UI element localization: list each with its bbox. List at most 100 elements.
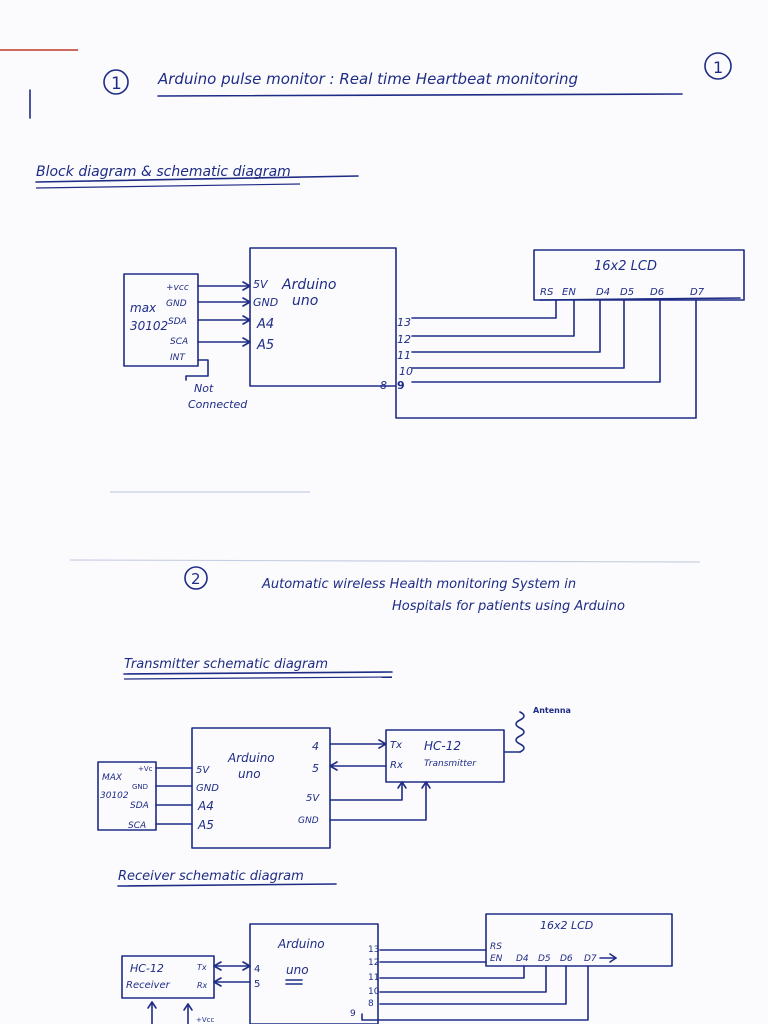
receiver-vcc-label: +Vcc — [196, 1016, 215, 1024]
transmitter-sensor-box — [97, 761, 157, 831]
receiver-hc12-label-2: Receiver — [126, 980, 171, 991]
section2-header: 2 Automatic wireless Health monitoring S… — [184, 566, 625, 614]
section1-sensor-pin-int: INT — [170, 353, 186, 363]
receiver-hc12-pin-tx: Tx — [197, 963, 207, 972]
section1-sensor-name-1: max — [130, 301, 157, 315]
transmitter-arduino-label-1: Arduino — [227, 751, 275, 765]
section1-lcd-title: 16x2 LCD — [594, 259, 657, 274]
section1-lcd-pin-d6: D6 — [650, 287, 664, 298]
section1-number: 1 — [111, 74, 122, 94]
section1-sensor-name-2: 30102 — [130, 319, 168, 333]
not-connected-label-2: Connected — [188, 398, 248, 411]
section1-arduino-pin-13: 13 — [397, 316, 411, 329]
transmitter-arduino-pin-a4: A4 — [197, 799, 214, 813]
section1-subtitle-underline — [35, 175, 359, 183]
receiver-arduino-pin-13: 13 — [368, 945, 379, 955]
receiver-hc12-pin-rx: Rx — [197, 981, 208, 990]
section1-lcd-pin-d7: D7 — [690, 287, 705, 298]
receiver-heading: Receiver schematic diagram — [118, 869, 304, 884]
section1-sensor-wires: Not Connected — [185, 281, 251, 411]
section1-subtitle-underline-2 — [35, 183, 301, 189]
receiver-lcd-pin-rs: RS — [490, 942, 502, 952]
transmitter-arduino-pin-a5: A5 — [197, 818, 214, 832]
not-connected-label-1: Not — [194, 382, 214, 395]
receiver-arduino-label-1: Arduino — [277, 937, 325, 951]
transmitter-sensor-pin-gnd: GND — [132, 783, 148, 791]
section1-lcd-pin-en: EN — [562, 287, 576, 298]
section1-lcd: 16x2 LCD RS EN D4 D5 D6 D7 — [533, 249, 745, 301]
section1-arduino-pin-gnd: GND — [253, 296, 278, 309]
page-mark-circle — [704, 52, 732, 80]
page-mark: 1 — [713, 58, 723, 77]
section1-sensor-pin-sca: SCA — [170, 337, 188, 347]
receiver-heading-underline — [117, 883, 337, 887]
section1-arduino-pin-10: 10 — [399, 365, 413, 378]
section1-arduino: Arduino uno 5V GND A4 A5 13 12 11 10 8 9 — [249, 247, 413, 392]
section1-title: Arduino pulse monitor : Real time Heartb… — [157, 70, 578, 88]
transmitter-arduino-pin-5v-out: 5V — [306, 793, 320, 804]
antenna-coil-icon — [515, 711, 525, 753]
section1-sensor-pin-vcc: +vcc — [166, 283, 189, 293]
receiver-lcd-title: 16x2 LCD — [540, 919, 593, 932]
section1-arduino-label-2: uno — [292, 293, 318, 309]
transmitter-arduino-pin-5: 5 — [312, 762, 319, 775]
transmitter-sensor-name-2: 30102 — [100, 791, 129, 801]
transmitter-heading: Transmitter schematic diagram — [124, 657, 328, 672]
receiver-lcd-pin-d6: D6 — [560, 954, 573, 964]
receiver-arduino-pin-12: 12 — [368, 958, 379, 968]
transmitter-hc12: Tx Rx HC-12 Transmitter — [385, 729, 505, 783]
receiver-lcd-pin-d7: D7 — [584, 954, 597, 964]
transmitter-hc12-label-1: HC-12 — [424, 739, 461, 753]
section1-arduino-pin-12: 12 — [397, 333, 411, 346]
receiver-arduino: Arduino uno 4 5 13 12 11 10 8 9 — [249, 923, 380, 1024]
section1-lcd-pin-rs: RS — [540, 287, 554, 298]
section2-title-1: Automatic wireless Health monitoring Sys… — [261, 577, 576, 592]
section1-arduino-pin-8: 8 — [380, 379, 387, 392]
antenna: Antenna — [503, 706, 571, 753]
receiver-arduino-pin-8: 8 — [368, 999, 374, 1009]
transmitter-hc12-box — [385, 729, 505, 783]
transmitter-sensor-pin-sda: SDA — [130, 801, 149, 811]
transmitter-hc12-label-2: Transmitter — [424, 759, 477, 769]
transmitter-hc12-pin-tx: Tx — [390, 740, 402, 751]
section1-arduino-pin-11: 11 — [397, 349, 411, 362]
transmitter-arduino-label-2: uno — [238, 767, 261, 781]
transmitter-arduino-pin-4: 4 — [312, 740, 319, 753]
receiver-lcd-pin-en: EN — [490, 954, 503, 964]
antenna-label: Antenna — [533, 706, 571, 715]
receiver-lcd-box — [485, 913, 673, 967]
transmitter-heading-underline — [123, 671, 393, 675]
section1-arduino-pin-a5: A5 — [256, 338, 274, 353]
section1-subtitle: Block diagram & schematic diagram — [36, 164, 291, 180]
transmitter-arduino-pin-gnd-out: GND — [298, 816, 319, 826]
receiver-arduino-box — [249, 923, 379, 1024]
section1-arduino-pin-a4: A4 — [256, 317, 274, 332]
section1-title-underline — [157, 93, 683, 97]
section1-lcd-pin-d5: D5 — [620, 287, 634, 298]
section1-arduino-box — [249, 247, 397, 387]
receiver-lcd-wires — [361, 949, 589, 1021]
transmitter-sensor-pin-sca: SCA — [128, 821, 146, 831]
receiver-arduino-label-2: uno — [286, 963, 309, 977]
receiver-arduino-pin-11: 11 — [368, 973, 379, 983]
section1-lcd-pin-d4: D4 — [596, 287, 610, 298]
section2-number: 2 — [191, 570, 201, 588]
transmitter-arduino-box — [191, 727, 331, 849]
section1-int-not-connected-wire — [185, 359, 209, 381]
section1-lcd-wires — [395, 299, 697, 419]
section1-lcd-box — [533, 249, 745, 301]
receiver-lcd-pin-d5: D5 — [538, 954, 551, 964]
section2-number-circle — [184, 566, 208, 590]
receiver-hc12-box — [121, 955, 215, 999]
section2-title-2: Hospitals for patients using Arduino — [392, 599, 625, 614]
receiver-arduino-pin-5: 5 — [254, 979, 260, 990]
transmitter-sensor-wires — [155, 767, 193, 825]
receiver-hc12: HC-12 Receiver Tx Rx +Vcc — [121, 955, 215, 1024]
section1-arduino-pin-9: 9 — [397, 379, 405, 392]
section1-sensor-pin-gnd: GND — [166, 299, 187, 309]
receiver-hc12-wires — [213, 961, 251, 987]
section1-arduino-pin-5v: 5V — [253, 278, 269, 291]
transmitter-arduino-pin-5v: 5V — [196, 765, 210, 776]
section1-arduino-label-1: Arduino — [281, 277, 336, 293]
